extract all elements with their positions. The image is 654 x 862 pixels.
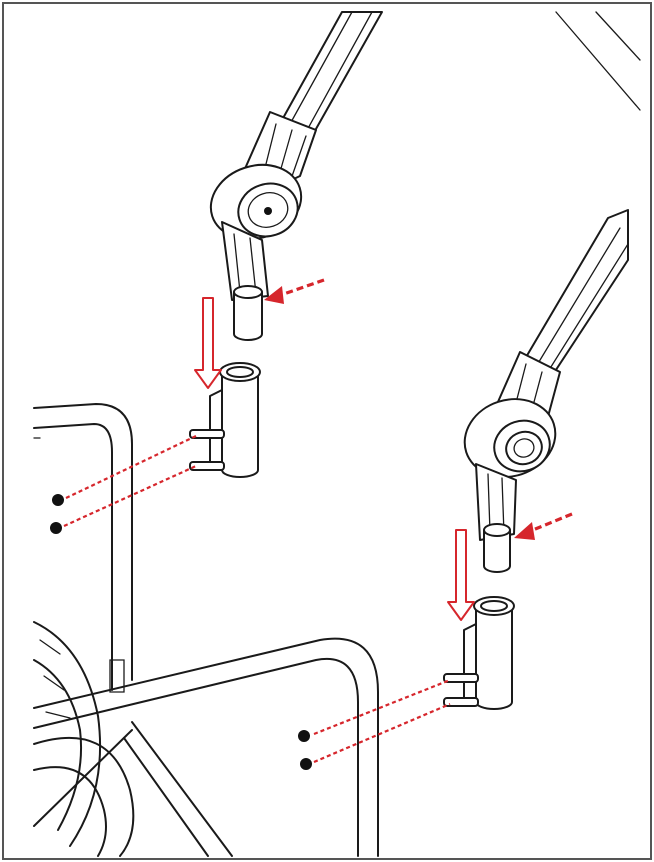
- screw-2: [50, 522, 62, 534]
- down-arrow-icon: [194, 297, 222, 389]
- top-right-guide-lines: [555, 11, 641, 111]
- left-arm-lower-housing: [221, 221, 269, 301]
- left-arm-hinge-knob: [209, 163, 303, 241]
- dashed-arrow-icon: [264, 278, 325, 304]
- screw-3: [298, 730, 310, 742]
- right-frame-tube: [33, 637, 379, 857]
- alignment-dashed-lines: [63, 435, 451, 764]
- left-arm-tube: [281, 11, 383, 137]
- left-socket: [189, 362, 261, 478]
- right-socket: [443, 596, 515, 710]
- down-arrow-icon: [447, 529, 475, 621]
- right-arm-pin: [483, 523, 511, 573]
- dashed-arrow-icon: [514, 512, 573, 540]
- screw-1: [52, 494, 64, 506]
- right-arm-hinge-knob: [463, 398, 557, 478]
- right-arm-tube: [521, 209, 629, 383]
- left-arm-pin: [233, 285, 263, 341]
- right-arm-lower-housing: [475, 463, 517, 541]
- wheel-assembly: [33, 621, 233, 857]
- screw-4: [300, 758, 312, 770]
- left-frame-tube: [33, 403, 133, 691]
- screws: [50, 494, 312, 770]
